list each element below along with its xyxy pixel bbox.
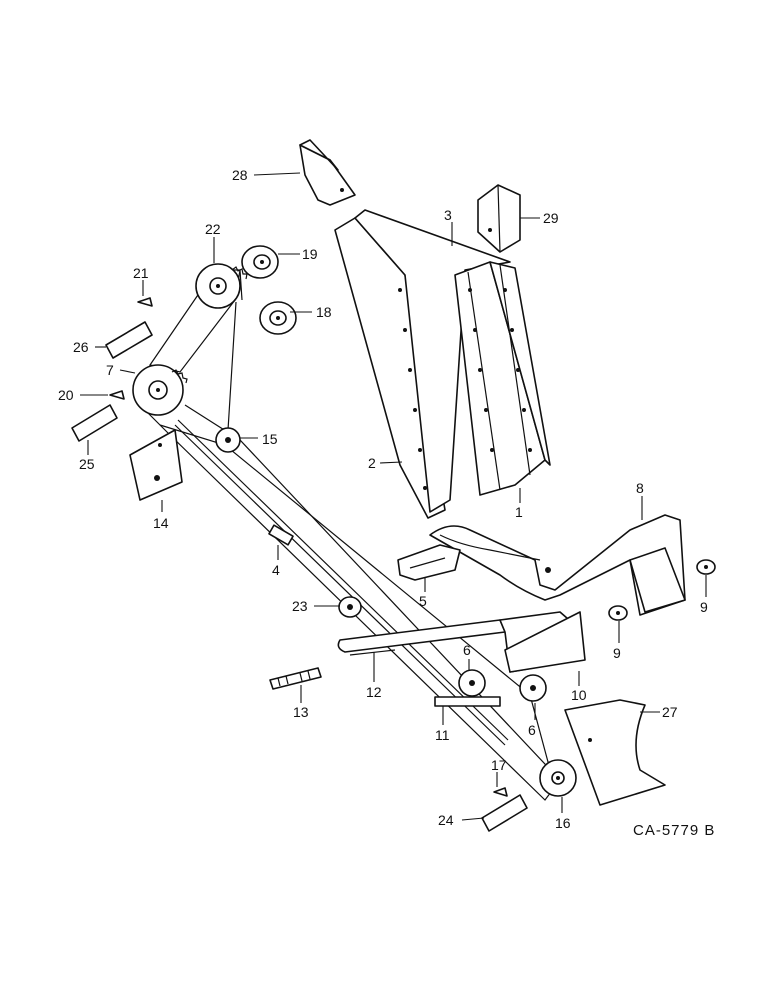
panel-1 (454, 261, 551, 496)
bar-11 (434, 696, 501, 707)
callout-1: 1 (515, 504, 523, 520)
sprocket-16 (539, 759, 577, 797)
callout-23: 23 (292, 598, 308, 614)
callout-12: 12 (366, 684, 382, 700)
panel-2-3 (334, 209, 511, 519)
leader-lines (80, 172, 707, 821)
key-21 (137, 297, 153, 307)
sprocket-7 (132, 364, 188, 416)
bracket-10 (504, 611, 586, 673)
callout-21: 21 (133, 265, 149, 281)
callout-9a: 9 (700, 599, 708, 615)
callout-16: 16 (555, 815, 571, 831)
shaft-24 (481, 794, 528, 832)
callout-17: 17 (491, 757, 507, 773)
callout-6b: 6 (528, 722, 536, 738)
fitting-9b (608, 605, 628, 621)
fitting-9a (696, 559, 716, 575)
callout-13: 13 (293, 704, 309, 720)
callout-labels: 28 3 29 22 19 21 18 26 7 20 25 15 14 2 1… (58, 167, 708, 831)
plate-14 (129, 429, 183, 501)
callout-27: 27 (662, 704, 678, 720)
bracket-5 (397, 544, 461, 581)
shaft-26 (105, 321, 153, 359)
callout-6a: 6 (463, 642, 471, 658)
bracket-28 (299, 139, 356, 206)
bolt-13 (269, 667, 322, 690)
collar-23 (338, 596, 362, 618)
callout-28: 28 (232, 167, 248, 183)
sprocket-6b (519, 674, 547, 702)
callout-4: 4 (272, 562, 280, 578)
guard-27 (564, 699, 666, 806)
bracket-29 (477, 184, 521, 253)
callout-22: 22 (205, 221, 221, 237)
callout-10: 10 (571, 687, 587, 703)
callout-5: 5 (419, 593, 427, 609)
callout-9b: 9 (613, 645, 621, 661)
callout-24: 24 (438, 812, 454, 828)
callout-14: 14 (153, 515, 169, 531)
callout-3: 3 (444, 207, 452, 223)
callout-11: 11 (435, 727, 450, 743)
arm-8 (429, 514, 686, 616)
callout-20: 20 (58, 387, 74, 403)
callout-7: 7 (106, 362, 114, 378)
callout-29: 29 (543, 210, 559, 226)
callout-18: 18 (316, 304, 332, 320)
callout-2: 2 (368, 455, 376, 471)
callout-25: 25 (79, 456, 95, 472)
callout-8: 8 (636, 480, 644, 496)
callout-19: 19 (302, 246, 318, 262)
key-20 (109, 390, 125, 400)
sprocket-22 (195, 263, 248, 309)
hub-18 (259, 301, 297, 335)
callout-15: 15 (262, 431, 278, 447)
sprocket-6a (458, 669, 486, 697)
chain-rod (174, 419, 509, 746)
key-17 (493, 787, 508, 797)
hub-19 (241, 245, 279, 279)
shaft-25 (71, 404, 118, 442)
callout-26: 26 (73, 339, 89, 355)
idler-15 (215, 427, 241, 453)
drawing-code: CA-5779 B (633, 822, 715, 839)
